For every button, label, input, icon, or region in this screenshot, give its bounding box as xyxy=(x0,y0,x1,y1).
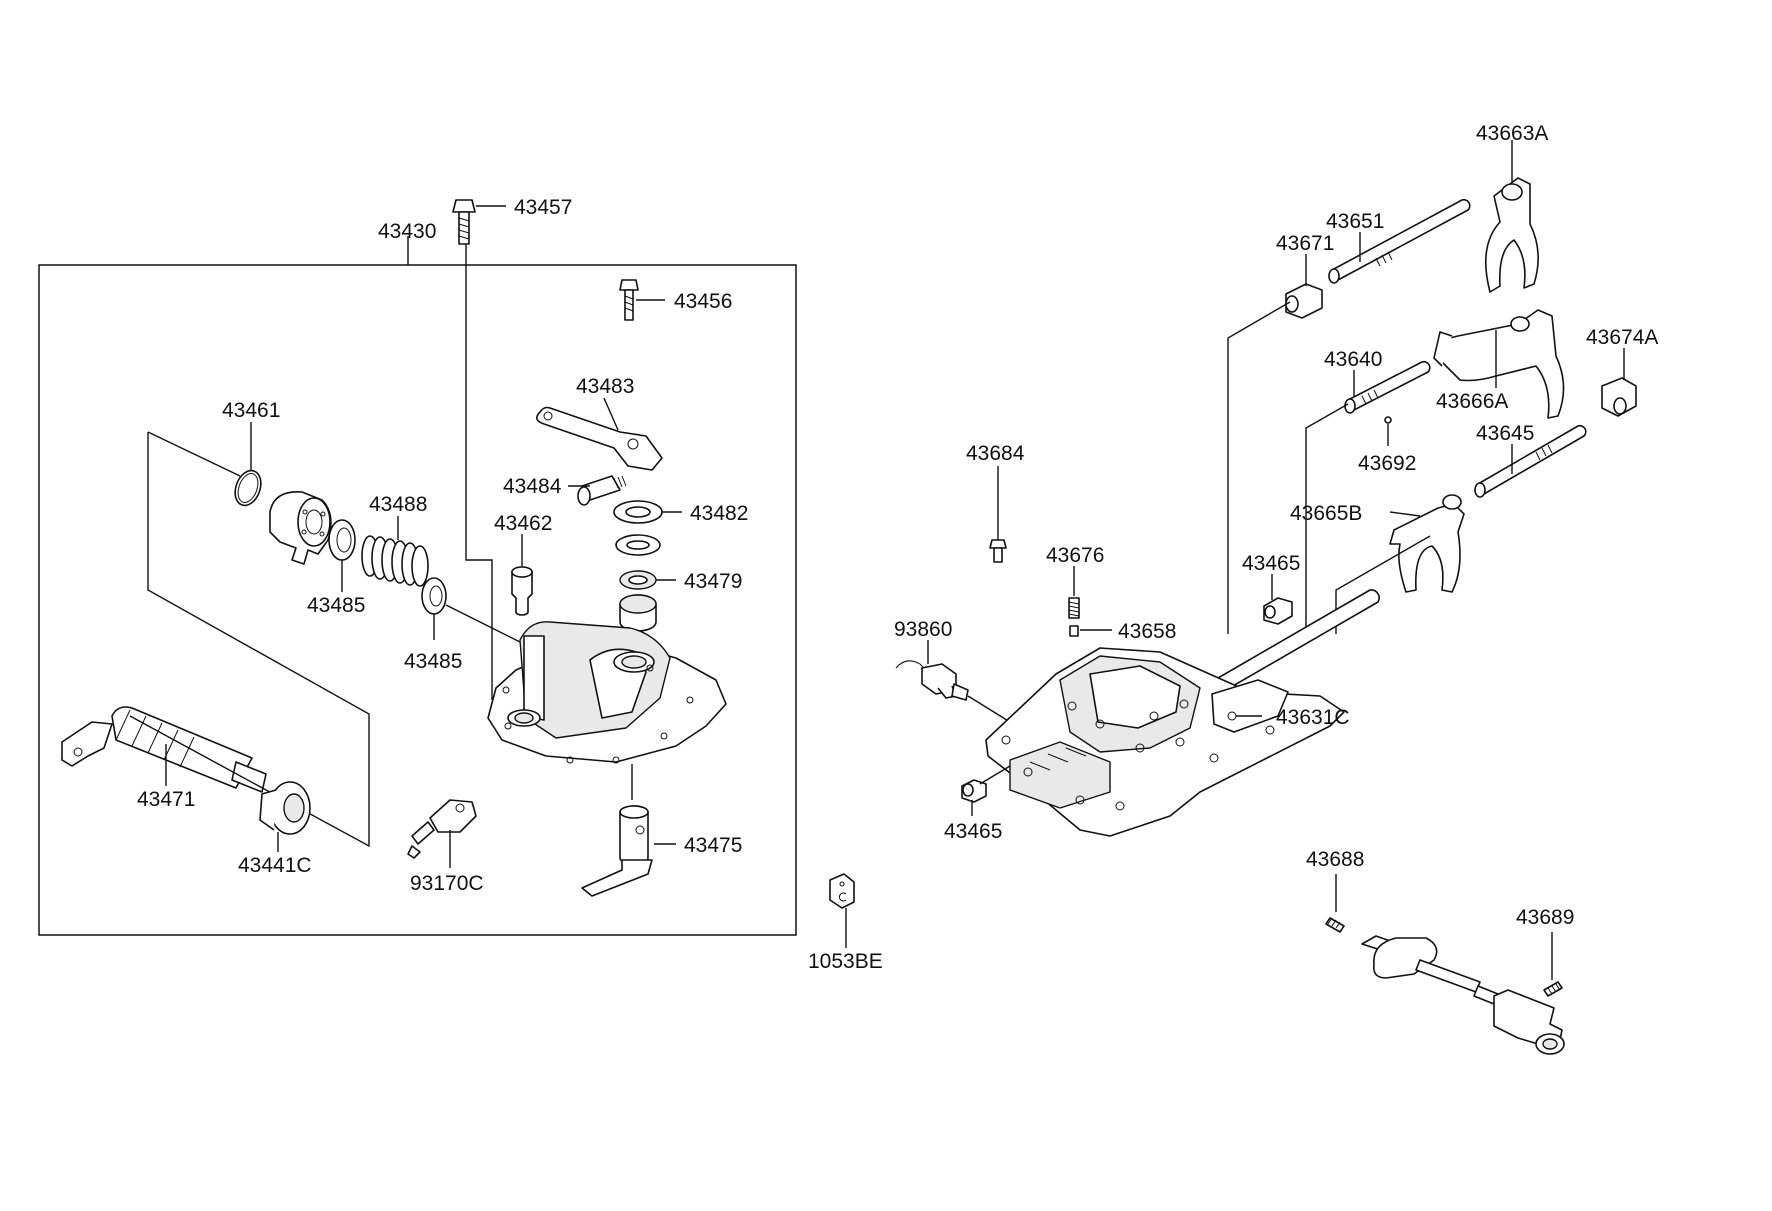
label-43471: 43471 xyxy=(137,788,195,811)
part-43461-oring: 43461 xyxy=(147,399,280,507)
part-43658-pin: 43658 xyxy=(1069,620,1176,643)
part-43456-bolt: 43456 xyxy=(619,279,732,321)
label-43475: 43475 xyxy=(684,834,742,857)
part-43688-spring: 43688 xyxy=(1306,848,1364,933)
part-43485-washer-b: 43485 xyxy=(404,577,521,673)
part-43482-washer: 43482 xyxy=(613,500,748,556)
part-93170c-switch: 93170C xyxy=(407,799,484,895)
label-43465-a: 43465 xyxy=(1242,552,1300,575)
label-43483: 43483 xyxy=(576,375,634,398)
part-43692-ball: 43692 xyxy=(1358,416,1416,475)
label-43692: 43692 xyxy=(1358,452,1416,475)
part-93860-sensor: 93860 xyxy=(894,618,1011,723)
label-43441c: 43441C xyxy=(238,854,312,877)
part-43465-collar-upper: 43465 xyxy=(1242,552,1300,625)
part-43640-rod: 43640 xyxy=(1324,348,1431,414)
label-43488: 43488 xyxy=(369,493,427,516)
label-43461: 43461 xyxy=(222,399,280,422)
label-43663a: 43663A xyxy=(1476,122,1548,145)
label-93170c: 93170C xyxy=(410,872,484,895)
label-43689: 43689 xyxy=(1516,906,1574,929)
part-43488-spring: 43488 xyxy=(361,493,429,587)
label-43479: 43479 xyxy=(684,570,742,593)
label-43674a: 43674A xyxy=(1586,326,1658,349)
label-43676: 43676 xyxy=(1046,544,1104,567)
part-43645-rod: 43645 xyxy=(1474,422,1587,498)
part-43483-bracket: 43483 xyxy=(536,375,663,471)
part-43666a-fork: 43666A xyxy=(1433,309,1565,419)
part-43676-spring: 43676 xyxy=(1046,544,1104,619)
label-43658: 43658 xyxy=(1118,620,1176,643)
part-43475-lever: 43475 xyxy=(581,764,742,897)
label-43485-b: 43485 xyxy=(404,650,462,673)
part-43471-shaft: 43471 xyxy=(61,432,370,848)
part-shift-housing xyxy=(487,621,727,764)
assembly-43430-group: 43430 xyxy=(38,220,797,936)
label-43457: 43457 xyxy=(514,196,572,219)
part-43674a-block: 43674A xyxy=(1586,326,1658,417)
label-1053be: 1053BE xyxy=(808,950,883,973)
label-43456: 43456 xyxy=(674,290,732,313)
part-43484-pin: 43484 xyxy=(503,475,627,506)
part-selector-lever-assembly xyxy=(1361,935,1565,1055)
part-43457-bolt: 43457 xyxy=(452,196,572,700)
part-43665b-fork: 43665B xyxy=(1290,494,1465,593)
label-43645: 43645 xyxy=(1476,422,1534,445)
part-43689-spring: 43689 xyxy=(1516,906,1574,997)
label-43485-a: 43485 xyxy=(307,594,365,617)
assembly-frame xyxy=(38,264,797,936)
part-43462-plug: 43462 xyxy=(494,512,552,616)
label-93860: 93860 xyxy=(894,618,952,641)
label-43671: 43671 xyxy=(1276,232,1334,255)
part-43651-rod: 43651 xyxy=(1326,198,1471,284)
part-43479-ring: 43479 xyxy=(619,570,742,632)
label-43640: 43640 xyxy=(1324,348,1382,371)
part-43465-collar-lower: 43465 xyxy=(944,765,1011,843)
label-43666a: 43666A xyxy=(1436,390,1508,413)
part-43663a-fork: 43663A xyxy=(1476,122,1548,293)
part-43441c-seal: 43441C xyxy=(238,781,312,877)
label-43465-b: 43465 xyxy=(944,820,1002,843)
label-43665b: 43665B xyxy=(1290,502,1362,525)
part-43485-washer-a: 43485 xyxy=(307,519,365,617)
part-1053be-clip: 1053BE xyxy=(808,873,883,973)
rod-leader-lines xyxy=(1179,301,1431,713)
label-43430: 43430 xyxy=(378,220,436,243)
part-selector-body xyxy=(269,491,332,565)
label-43484: 43484 xyxy=(503,475,562,498)
part-43671-block: 43671 xyxy=(1276,232,1334,319)
label-43688: 43688 xyxy=(1306,848,1364,871)
label-43651: 43651 xyxy=(1326,210,1384,233)
part-43684-bolt: 43684 xyxy=(966,442,1025,563)
label-43482: 43482 xyxy=(690,502,748,525)
label-43684: 43684 xyxy=(966,442,1025,465)
label-43462: 43462 xyxy=(494,512,552,535)
part-43631c-housing: 43631C xyxy=(985,647,1350,837)
label-43631c: 43631C xyxy=(1276,706,1350,729)
